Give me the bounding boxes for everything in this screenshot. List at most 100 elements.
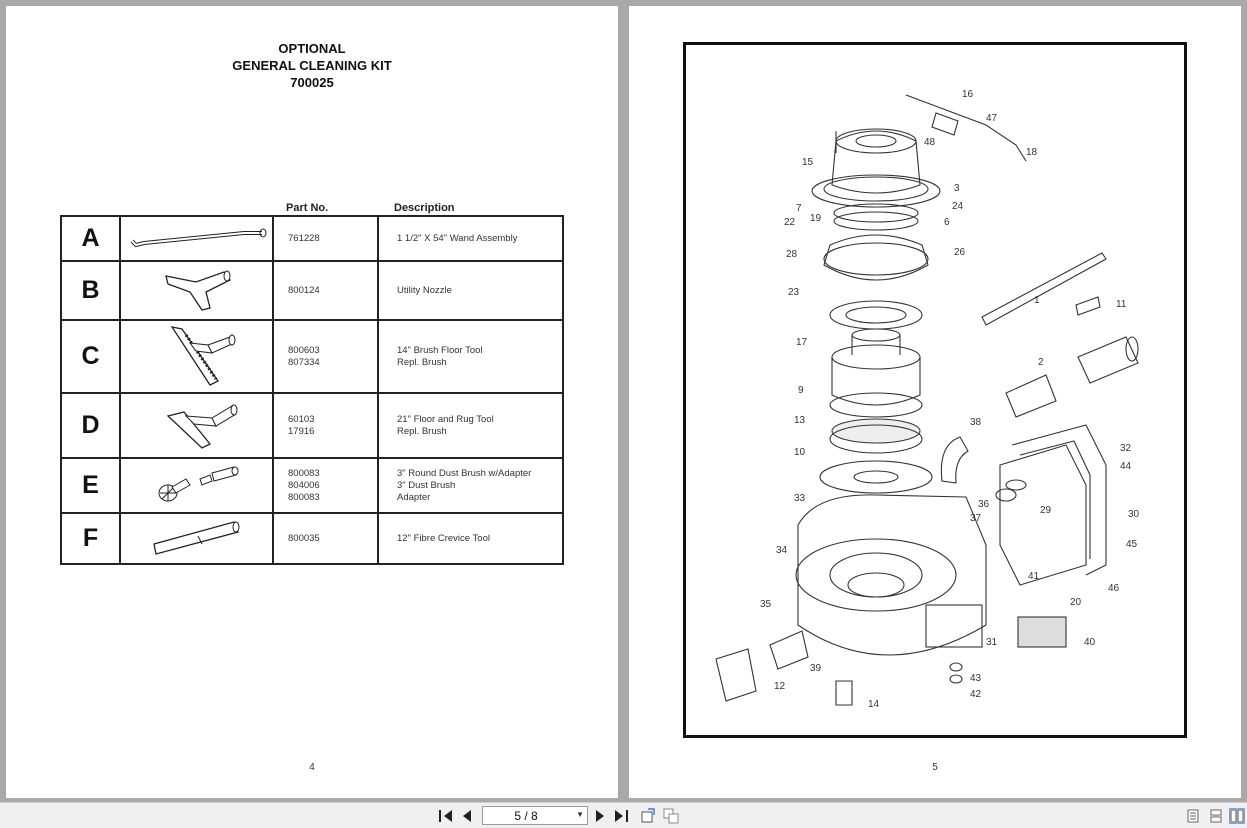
kit-title-line-1: OPTIONAL xyxy=(278,41,346,56)
callout-46: 46 xyxy=(1108,583,1120,594)
callout-38: 38 xyxy=(970,417,982,428)
callout-29: 29 xyxy=(1040,505,1052,516)
callout-12: 12 xyxy=(774,681,786,692)
part-number: 804006 xyxy=(288,479,320,491)
description-header: Description xyxy=(394,202,455,214)
part-number: 800124 xyxy=(288,284,320,296)
callout-16: 16 xyxy=(962,89,974,100)
table-row: E 800083 804006 800083 3" Round Dust Bru… xyxy=(60,457,564,514)
callout-31: 31 xyxy=(986,637,998,648)
page-display: 5 / 8 xyxy=(514,809,538,823)
diagram-drawing: 16 47 48 18 15 3 24 7 22 19 6 28 26 23 1… xyxy=(715,89,1140,710)
callout-36: 36 xyxy=(978,499,990,510)
callout-48: 48 xyxy=(924,137,936,148)
dust-brush-icon xyxy=(119,457,274,514)
left-page: OPTIONAL GENERAL CLEANING KIT 700025 Par… xyxy=(6,6,618,798)
callout-43: 43 xyxy=(970,673,982,684)
callout-6: 6 xyxy=(944,217,950,228)
callout-10: 10 xyxy=(794,447,806,458)
floor-rug-tool-icon xyxy=(119,392,274,459)
right-page: 16 47 48 18 15 3 24 7 22 19 6 28 26 23 1… xyxy=(629,6,1241,798)
part-no-header: Part No. xyxy=(286,202,329,214)
last-page-icon[interactable] xyxy=(613,808,629,824)
kit-number: 700025 xyxy=(290,75,334,90)
callout-45: 45 xyxy=(1126,539,1138,550)
part-description: 12" Fibre Crevice Tool xyxy=(397,532,490,544)
facing-view-icon[interactable] xyxy=(1229,808,1245,824)
table-row: F 800035 12" Fibre Crevice Tool xyxy=(60,512,564,565)
callout-14: 14 xyxy=(868,699,880,710)
callout-34: 34 xyxy=(776,545,788,556)
continuous-view-icon[interactable] xyxy=(1208,808,1224,824)
part-description: 14" Brush Floor Tool xyxy=(397,344,483,356)
callout-40: 40 xyxy=(1084,637,1096,648)
utility-nozzle-icon xyxy=(119,260,274,321)
kit-title-line-2: GENERAL CLEANING KIT xyxy=(232,58,392,73)
callout-41: 41 xyxy=(1028,571,1040,582)
row-letter: A xyxy=(60,215,121,262)
part-description: 1 1/2" X 54" Wand Assembly xyxy=(397,232,518,244)
callout-47: 47 xyxy=(986,113,998,124)
part-description: Utility Nozzle xyxy=(397,284,452,296)
rotate-icon[interactable] xyxy=(640,808,656,824)
part-number: 17916 xyxy=(288,425,315,437)
row-letter: B xyxy=(60,260,121,321)
page-selector[interactable]: 5 / 8 ▼ xyxy=(482,806,588,825)
callout-1: 1 xyxy=(1034,295,1040,306)
callout-9: 9 xyxy=(798,385,804,396)
callout-23: 23 xyxy=(788,287,800,298)
crevice-tool-icon xyxy=(119,512,274,565)
callout-24: 24 xyxy=(952,201,964,212)
callout-19: 19 xyxy=(810,213,822,224)
table-row: C 800603 807334 14" Brush Floor Tool Rep… xyxy=(60,319,564,394)
table-row: D 60103 17916 21" Floor and Rug Tool Rep… xyxy=(60,392,564,459)
part-number: 800083 xyxy=(288,491,320,503)
callout-33: 33 xyxy=(794,493,806,504)
page-number: 5 xyxy=(932,762,938,773)
callout-17: 17 xyxy=(796,337,808,348)
part-number: 60103 xyxy=(288,413,315,425)
first-page-icon[interactable] xyxy=(438,808,454,824)
callout-35: 35 xyxy=(760,599,772,610)
callout-2: 2 xyxy=(1038,357,1044,368)
callout-22: 22 xyxy=(784,217,796,228)
part-number: 800083 xyxy=(288,467,320,479)
callout-15: 15 xyxy=(802,157,814,168)
callout-28: 28 xyxy=(786,249,798,260)
callout-11: 11 xyxy=(1116,299,1127,310)
callout-39: 39 xyxy=(810,663,822,674)
part-description: Repl. Brush xyxy=(397,356,447,368)
part-description: 21" Floor and Rug Tool xyxy=(397,413,494,425)
diagram-callouts: 16 47 48 18 15 3 24 7 22 19 6 28 26 23 1… xyxy=(760,89,1140,710)
copy-icon[interactable] xyxy=(663,808,679,824)
callout-26: 26 xyxy=(954,247,966,258)
callout-13: 13 xyxy=(794,415,806,426)
row-letter: D xyxy=(60,392,121,459)
row-letter: C xyxy=(60,319,121,394)
part-number: 800603 xyxy=(288,344,320,356)
table-row: A 761228 1 1/2" X 54" Wand Assembly xyxy=(60,215,564,262)
callout-3: 3 xyxy=(954,183,960,194)
chevron-down-icon[interactable]: ▼ xyxy=(576,810,584,819)
part-number: 800035 xyxy=(288,532,320,544)
table-row: B 800124 Utility Nozzle xyxy=(60,260,564,321)
exploded-parts-diagram: 16 47 48 18 15 3 24 7 22 19 6 28 26 23 1… xyxy=(683,42,1187,738)
callout-42: 42 xyxy=(970,689,982,700)
prev-page-icon[interactable] xyxy=(459,808,475,824)
parts-table: A 761228 1 1/2" X 54" Wand Assembly B 80… xyxy=(60,215,564,565)
callout-30: 30 xyxy=(1128,509,1140,520)
callout-44: 44 xyxy=(1120,461,1132,472)
part-number: 761228 xyxy=(288,232,320,244)
pdf-viewer-toolbar: 5 / 8 ▼ xyxy=(0,802,1247,828)
next-page-icon[interactable] xyxy=(592,808,608,824)
row-letter: F xyxy=(60,512,121,565)
part-description: Adapter xyxy=(397,491,431,503)
single-page-view-icon[interactable] xyxy=(1185,808,1201,824)
callout-18: 18 xyxy=(1026,147,1038,158)
row-letter: E xyxy=(60,457,121,514)
callout-20: 20 xyxy=(1070,597,1082,608)
callout-7: 7 xyxy=(796,203,802,214)
callout-37: 37 xyxy=(970,513,982,524)
callout-32: 32 xyxy=(1120,443,1132,454)
part-description: Repl. Brush xyxy=(397,425,447,437)
